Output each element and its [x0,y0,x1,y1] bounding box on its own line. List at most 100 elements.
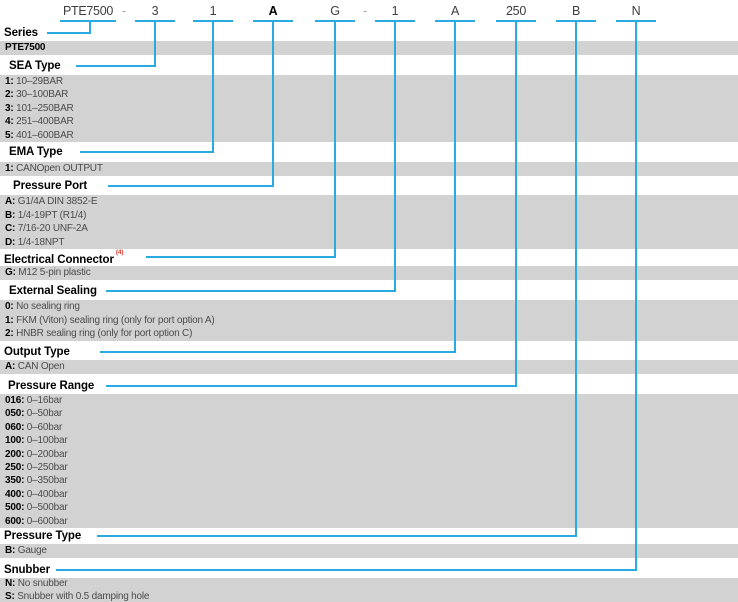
connector-line-horizontal [47,32,91,34]
section-band [0,41,738,55]
code-separator: - [363,4,367,18]
option-desc: 0–60bar [24,421,63,433]
code-separator: - [122,4,126,18]
code-underline [135,20,175,22]
option-desc: G1/4A DIN 3852-E [15,196,98,207]
connector-line-horizontal [56,569,637,571]
option-desc: 101–250BAR [13,102,74,114]
connector-line-horizontal [146,256,336,258]
section-label: Snubber [4,563,50,577]
connector-line-vertical [334,21,336,258]
option-desc: 0–400bar [24,488,68,500]
option-code: 4: [5,116,14,128]
code-underline [253,20,293,22]
option-row: PTE7500 [5,41,734,55]
option-code: C: [5,223,16,234]
code-underline [193,20,233,22]
section-label-text: Output Type [4,346,70,358]
option-row: 3: 101–250BAR [5,102,734,115]
section-label: Series [4,26,38,40]
connector-line-horizontal [106,290,396,292]
section-label-text: Pressure Type [4,530,82,542]
code-underline [496,20,536,22]
option-desc: 0–16bar [24,395,63,406]
code-underline [60,20,116,22]
option-desc: 30–100BAR [13,89,69,101]
code-underline [616,20,656,22]
option-code: 050: [5,408,25,420]
option-row: 400: 0–400bar [5,488,734,501]
option-code: 100: [5,435,25,447]
section-label-text: Pressure Port [13,180,88,192]
section-label-text: EMA Type [9,146,63,158]
option-desc: 10–29BAR [13,76,63,87]
option-code: 1: [5,76,14,87]
option-row: 016: 0–16bar [5,394,734,407]
section-band [0,162,738,176]
option-desc: 0–200bar [24,448,68,460]
option-desc: No snubber [15,578,68,589]
option-code: 5: [5,129,14,141]
option-desc: 401–600BAR [13,129,74,141]
code-segment: 1 [391,4,399,18]
connector-line-vertical [635,21,637,571]
option-desc: M12 5-pin plastic [15,267,91,278]
option-row: 100: 0–100bar [5,434,734,447]
option-row: A: G1/4A DIN 3852-E [5,195,734,209]
option-desc: 0–50bar [24,408,63,420]
connector-line-vertical [515,21,517,387]
code-underline [375,20,415,22]
option-row: 5: 401–600BAR [5,129,734,142]
connector-line-vertical [154,21,156,67]
option-row: 350: 0–350bar [5,474,734,487]
option-row: 250: 0–250bar [5,461,734,474]
option-row: A: CAN Open [5,360,734,374]
option-desc: 0–500bar [24,502,68,514]
connector-line-vertical [272,21,274,187]
option-row: 2: HNBR sealing ring (only for port opti… [5,327,734,341]
option-row: C: 7/16-20 UNF-2A [5,222,734,236]
option-row: B: Gauge [5,544,734,558]
code-segment: PTE7500 [62,4,114,18]
section-band [0,266,738,280]
option-code: 600: [5,515,25,527]
connector-line-vertical [394,21,396,292]
option-row: D: 1/4-18NPT [5,236,734,250]
option-row: 1: FKM (Viton) sealing ring (only for po… [5,314,734,328]
connector-line-horizontal [106,385,517,387]
code-segment: 250 [506,4,526,18]
option-row: 1: CANOpen OUTPUT [5,162,734,176]
option-row: 0: No sealing ring [5,300,734,314]
option-code: 1: [5,163,14,174]
option-desc: 1/4-19PT (R1/4) [15,209,87,221]
section-label-text: Electrical Connector [4,253,114,266]
option-code: B: [5,209,16,221]
connector-line-horizontal [76,65,156,67]
section-label: Output Type [4,345,70,359]
connector-line-vertical [212,21,214,153]
section-label-text: Pressure Range [8,380,95,392]
option-desc: No sealing ring [13,301,80,312]
option-desc: 251–400BAR [13,116,74,128]
option-row: S: Snubber with 0.5 damping hole [5,591,734,602]
option-desc: CANOpen OUTPUT [13,163,103,174]
section-label: Electrical Connector(4) [4,249,124,267]
section-band [0,544,738,558]
option-code: B: [5,545,16,556]
option-code: 1: [5,314,14,326]
option-row: 050: 0–50bar [5,407,734,420]
option-desc: 0–100bar [24,435,68,447]
option-row: G: M12 5-pin plastic [5,266,734,280]
section-band [0,300,738,341]
option-desc: FKM (Viton) sealing ring (only for port … [13,314,215,326]
option-code: G: [5,267,16,278]
code-segment: N [631,4,641,18]
code-segment: A [268,4,278,18]
connector-line-vertical [575,21,577,537]
connector-line-horizontal [100,351,456,353]
connector-line-vertical [89,21,91,34]
option-code: 060: [5,421,25,433]
section-label: Pressure Type [4,529,81,543]
option-row: 060: 0–60bar [5,421,734,434]
